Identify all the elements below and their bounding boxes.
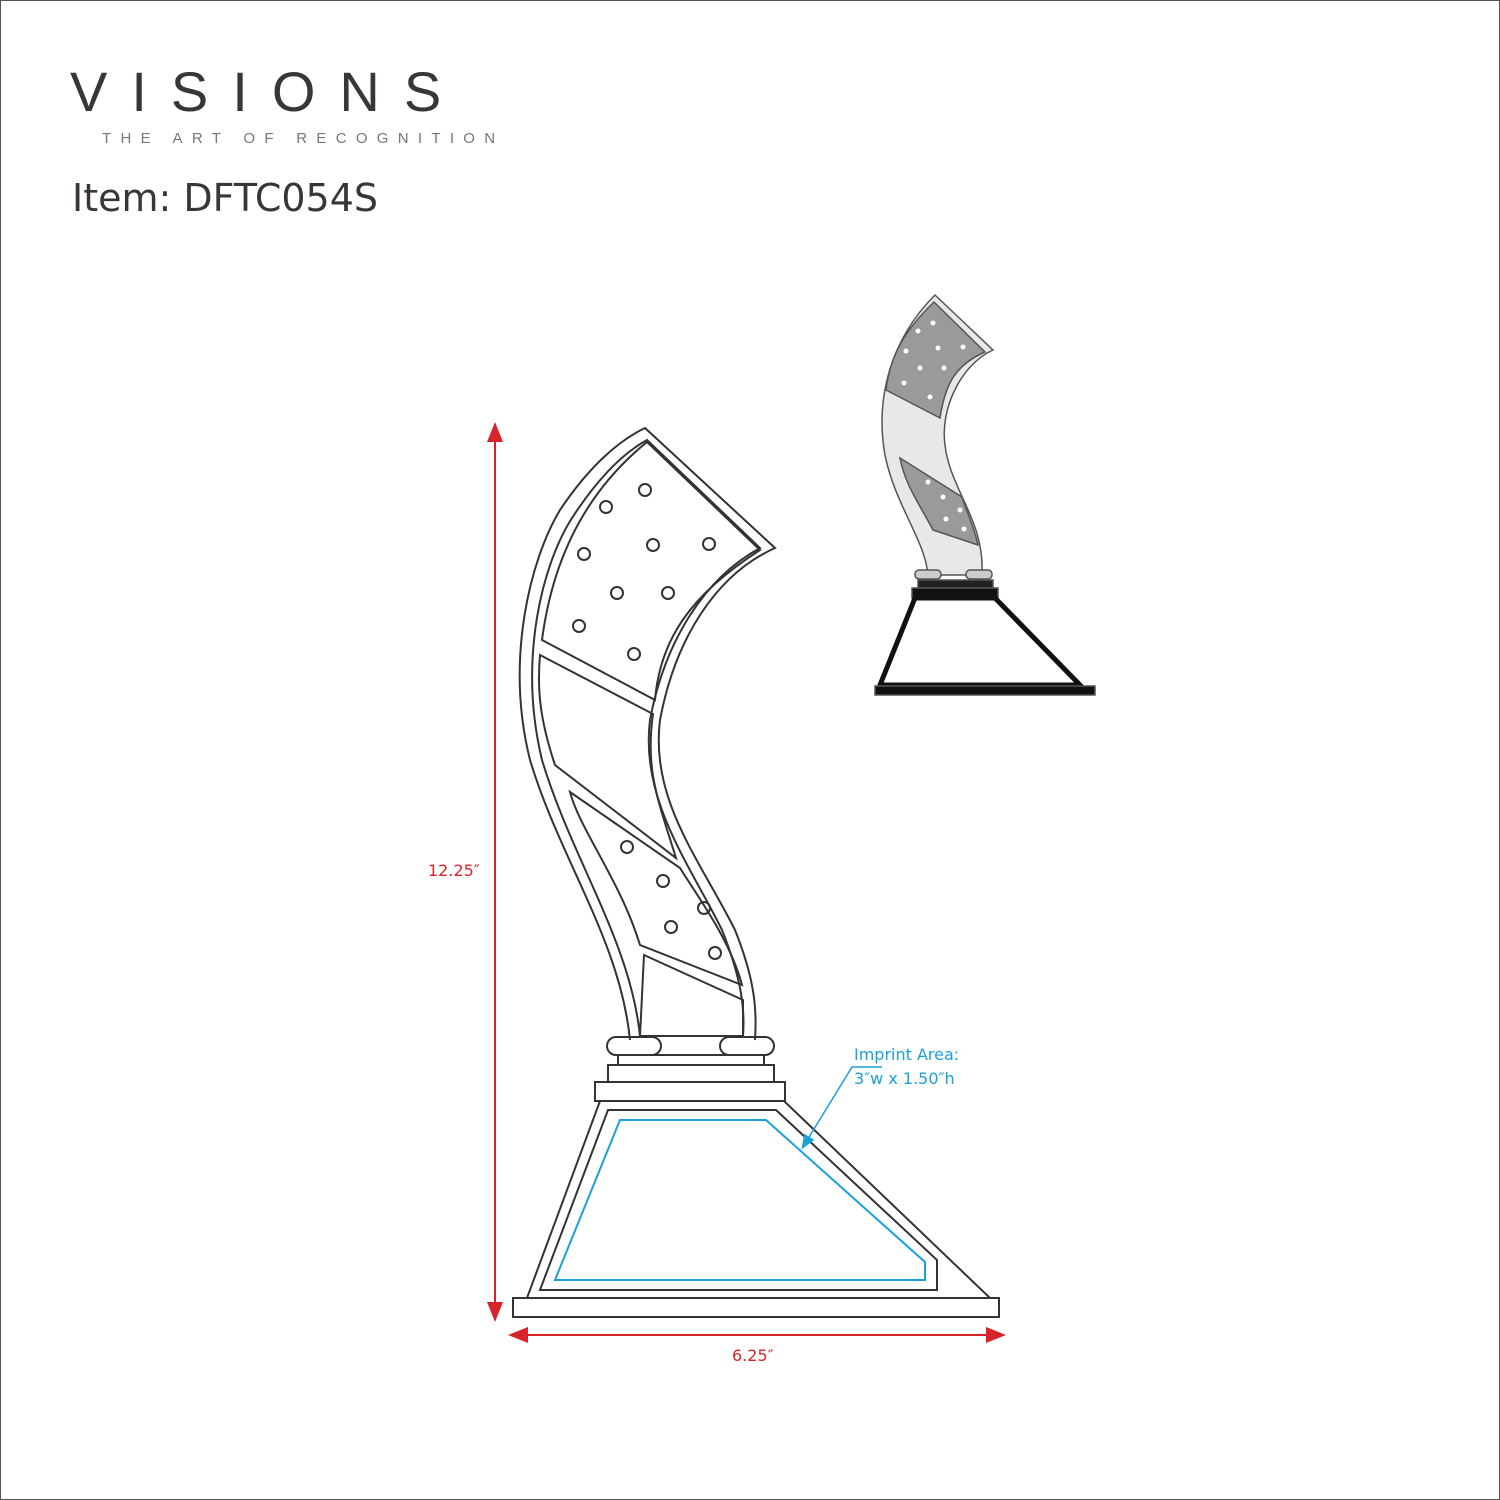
imprint-size: 3″w x 1.50″h: [854, 1069, 955, 1088]
panel-bottom: [638, 953, 744, 1037]
imprint-title: Imprint Area:: [854, 1045, 959, 1064]
trophy-dots: [572, 483, 722, 960]
panel-top: [540, 440, 762, 702]
panel-mid: [537, 653, 678, 861]
item-number: Item: DFTC054S: [72, 176, 379, 220]
brand-tagline: THE ART OF RECOGNITION: [102, 130, 505, 147]
trophy-line-drawing: [518, 426, 777, 1041]
height-label: 12.25″: [428, 861, 480, 880]
trophy-inner-outline: [531, 438, 762, 1037]
imprint-leader-line: [801, 1066, 882, 1150]
brand-logo: VISIONS: [70, 60, 466, 123]
trophy-outer-outline: [518, 426, 777, 1041]
imprint-area-outline: [553, 1119, 926, 1281]
panel-dotted: [568, 789, 744, 987]
trophy-base: [512, 1036, 1000, 1318]
width-label: 6.25″: [732, 1346, 774, 1365]
trophy-preview: [874, 293, 1096, 696]
